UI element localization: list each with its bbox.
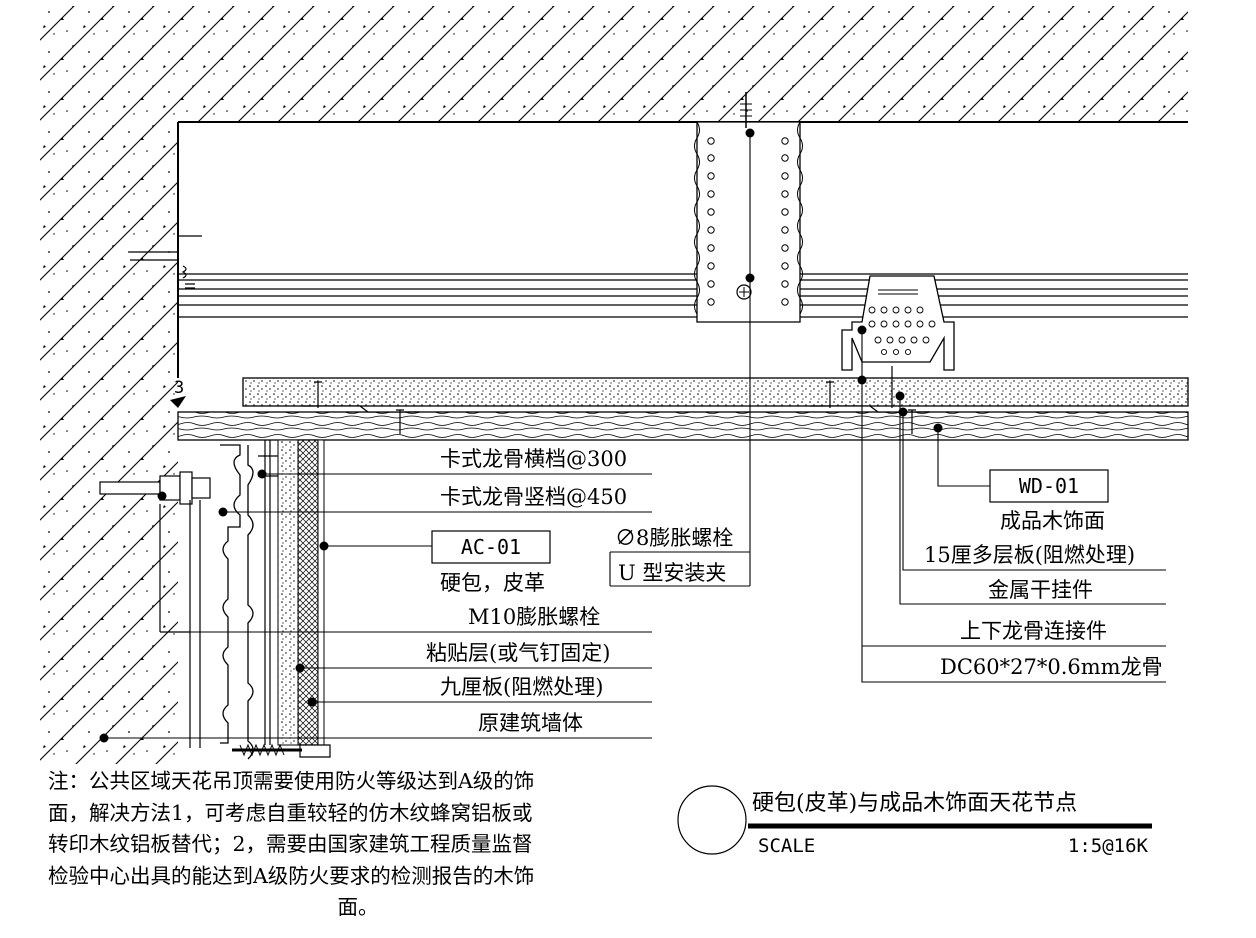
note-line: 检验中心出具的能达到A级防火要求的检测报告的木饰: [48, 863, 535, 888]
scale-value: 1:5@16K: [1068, 835, 1149, 857]
wd-tag-box: [989, 469, 1109, 503]
label-crossbar: 卡式龙骨横档@300: [440, 447, 627, 471]
wall-anchor-top: [130, 235, 202, 289]
wd-tag: WD-01: [1019, 474, 1079, 498]
note-line: 面，解决方法1，可考虑自重较轻的仿木纹蜂窝铝板或: [48, 800, 533, 825]
wood-veneer: [177, 411, 1189, 441]
label-adhesive: 粘贴层(或气钉固定): [426, 641, 610, 665]
note-line: 面。: [337, 895, 379, 919]
title-circle: [677, 785, 747, 855]
note-line: 转印木纹铝板替代；2，需要由国家建筑工程质量监督: [48, 832, 533, 856]
label-plywood: 九厘板(阻燃处理): [440, 675, 603, 699]
label-vertical-bar: 卡式龙骨竖档@450: [440, 485, 627, 509]
scale-label: SCALE: [758, 835, 815, 857]
dc60-stud: [841, 275, 955, 371]
label-wall: 原建筑墙体: [478, 711, 583, 735]
label-dc60: DC60*27*0.6mm龙骨: [940, 655, 1163, 679]
label-wood-veneer: 成品木饰面: [1000, 509, 1105, 533]
label-connector: 上下龙骨连接件: [960, 619, 1107, 643]
label-expansion-bolt: ∅8膨胀螺栓: [615, 526, 733, 550]
label-leather: 硬包，皮革: [440, 571, 545, 595]
multilayer-board: [242, 377, 1189, 407]
ceiling-runners: [178, 273, 1188, 318]
note-line: 注：公共区域天花吊顶需要使用防火等级达到A级的饰: [48, 769, 535, 793]
ac-tag-box: [431, 530, 551, 564]
leader-lines: [104, 133, 1166, 739]
label-u-clip: U 型安装夹: [618, 561, 726, 585]
concrete-slab: [40, 6, 1188, 764]
wall-panel: [220, 439, 331, 760]
title-text: 硬包(皮革)与成品木饰面天花节点: [752, 791, 1077, 816]
marker-number: 3: [174, 378, 184, 398]
section-marker: 3: [170, 378, 186, 408]
label-metal-hanger: 金属干挂件: [988, 578, 1093, 602]
hanger-bracket: [694, 92, 803, 323]
ac-tag: AC-01: [461, 535, 521, 559]
label-multilayer-board: 15厘多层板(阻燃处理): [924, 543, 1135, 567]
label-m10-bolt: M10膨胀螺栓: [468, 605, 600, 629]
note-block: 注：公共区域天花吊顶需要使用防火等级达到A级的饰 面，解决方法1，可考虑自重较轻…: [48, 766, 668, 924]
